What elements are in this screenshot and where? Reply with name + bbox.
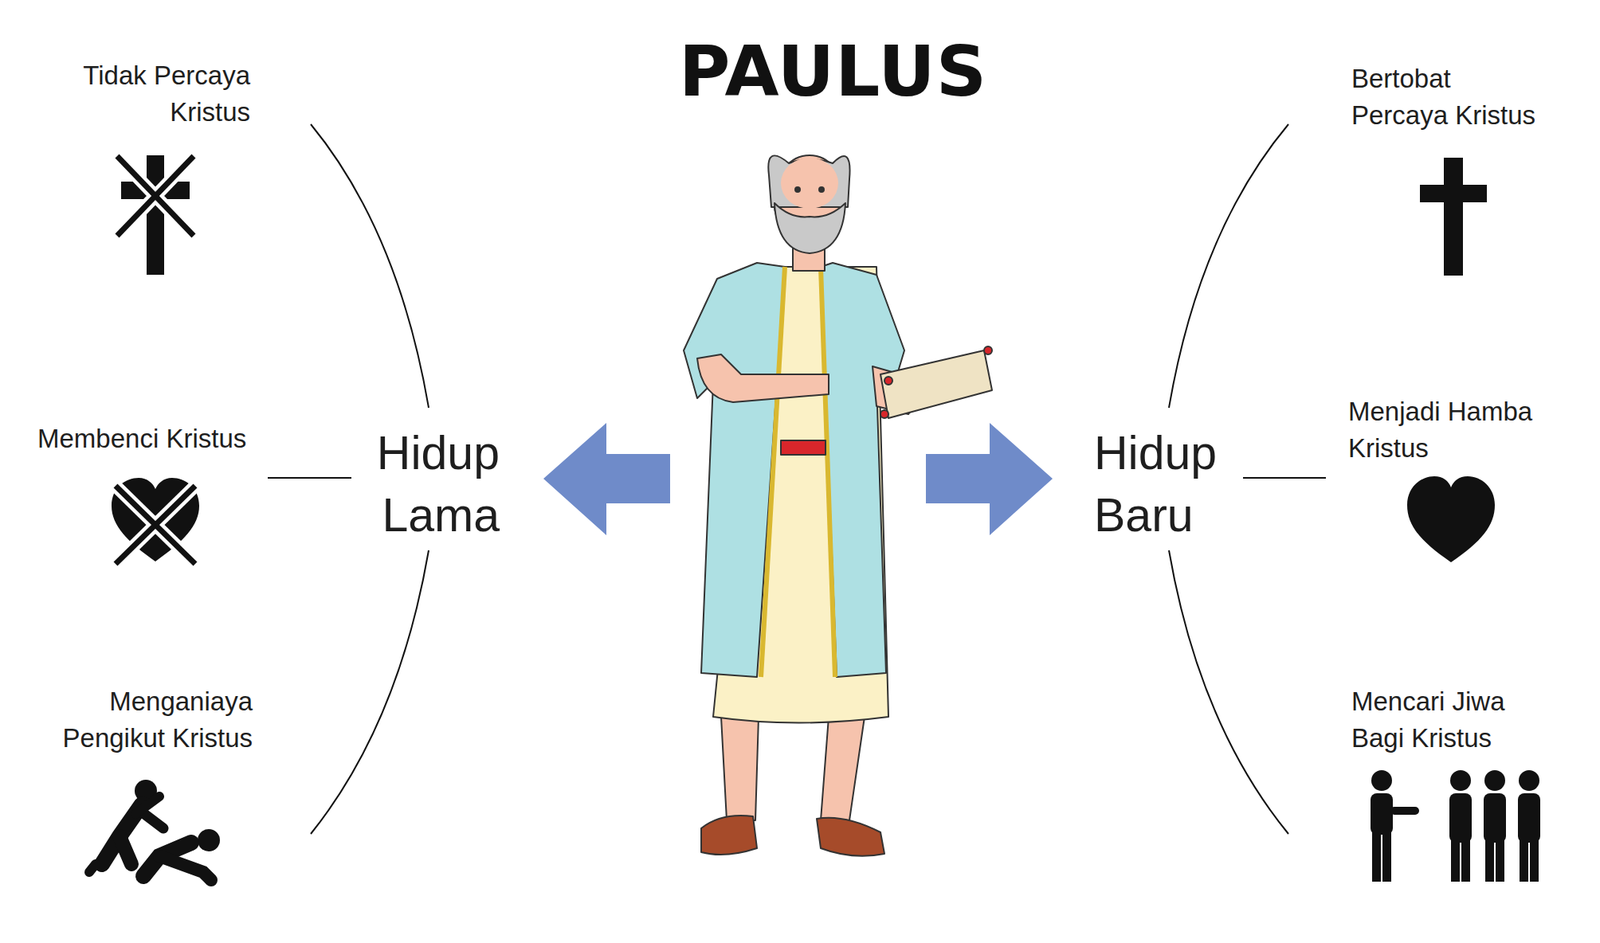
- title: PAULUS: [678, 31, 988, 112]
- new-life-item: Mencari Jiwa Bagi Kristus: [1351, 683, 1523, 757]
- crossed-cross-icon: [117, 155, 194, 275]
- cross-icon: [1419, 157, 1487, 276]
- old-life-item: Tidak Percaya Kristus: [70, 57, 251, 131]
- new-life-item: Bertobat Percaya Kristus: [1351, 60, 1546, 134]
- old-life-item: Membenci Kristus: [37, 420, 247, 458]
- paulus-figure: [683, 155, 993, 857]
- old-life-item: Menganiaya Pengikut Kristus: [53, 683, 253, 757]
- life-heading: Hidup Baru: [1094, 422, 1254, 547]
- people-icon: [1370, 770, 1541, 883]
- heart-icon: [1407, 476, 1495, 563]
- crossed-heart-icon: [111, 478, 200, 565]
- bracket: [267, 124, 1326, 835]
- life-heading: Hidup Lama: [340, 422, 500, 547]
- persecution-icon: [89, 780, 220, 881]
- new-life-item: Menjadi Hamba Kristus: [1348, 393, 1544, 467]
